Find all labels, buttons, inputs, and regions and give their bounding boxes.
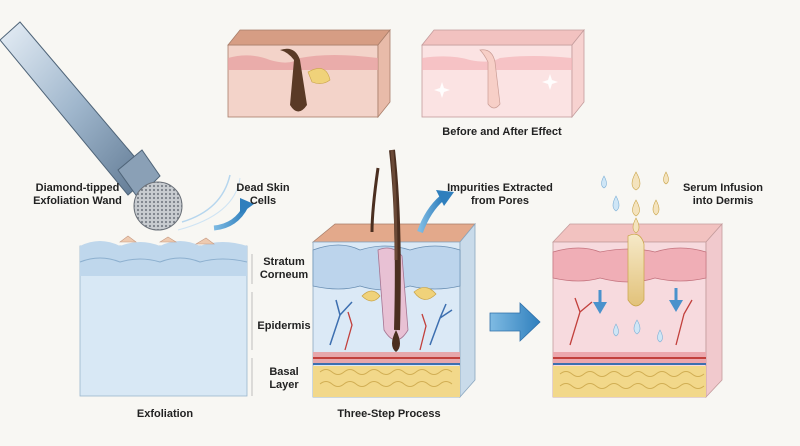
serum-droplets-icon xyxy=(601,171,669,234)
stratum-corneum-label: Stratum Corneum xyxy=(259,256,309,281)
serum-label: Serum Infusion into Dermis xyxy=(682,182,764,207)
exfoliation-swoosh xyxy=(177,177,241,231)
wand-label: Diamond-tipped Exfoliation Wand xyxy=(33,182,122,207)
after-panel xyxy=(421,28,585,119)
process-arrow-icon xyxy=(489,302,541,342)
serum-block xyxy=(552,222,723,399)
before-after-label: Before and After Effect xyxy=(442,126,562,138)
impurities-arrow-head xyxy=(436,190,454,206)
three-step-label: Three-Step Process xyxy=(337,408,441,420)
exfoliation-label: Exfoliation xyxy=(136,408,194,420)
epidermis-label: Epidermis xyxy=(257,320,311,332)
dead-skin-arrow-head xyxy=(240,198,254,214)
dead-skin-label: Dead Skin Cells xyxy=(236,182,290,207)
three-step-block xyxy=(311,149,476,399)
before-panel xyxy=(227,28,391,119)
exfoliation-swoosh xyxy=(181,174,231,223)
basal-layer-label: Basal Layer xyxy=(269,366,299,391)
impurities-arrow xyxy=(417,195,445,234)
exfoliation-block xyxy=(79,235,248,397)
impurities-label: Impurities Extracted from Pores xyxy=(447,182,553,207)
exfoliation-wand-icon xyxy=(0,21,183,231)
